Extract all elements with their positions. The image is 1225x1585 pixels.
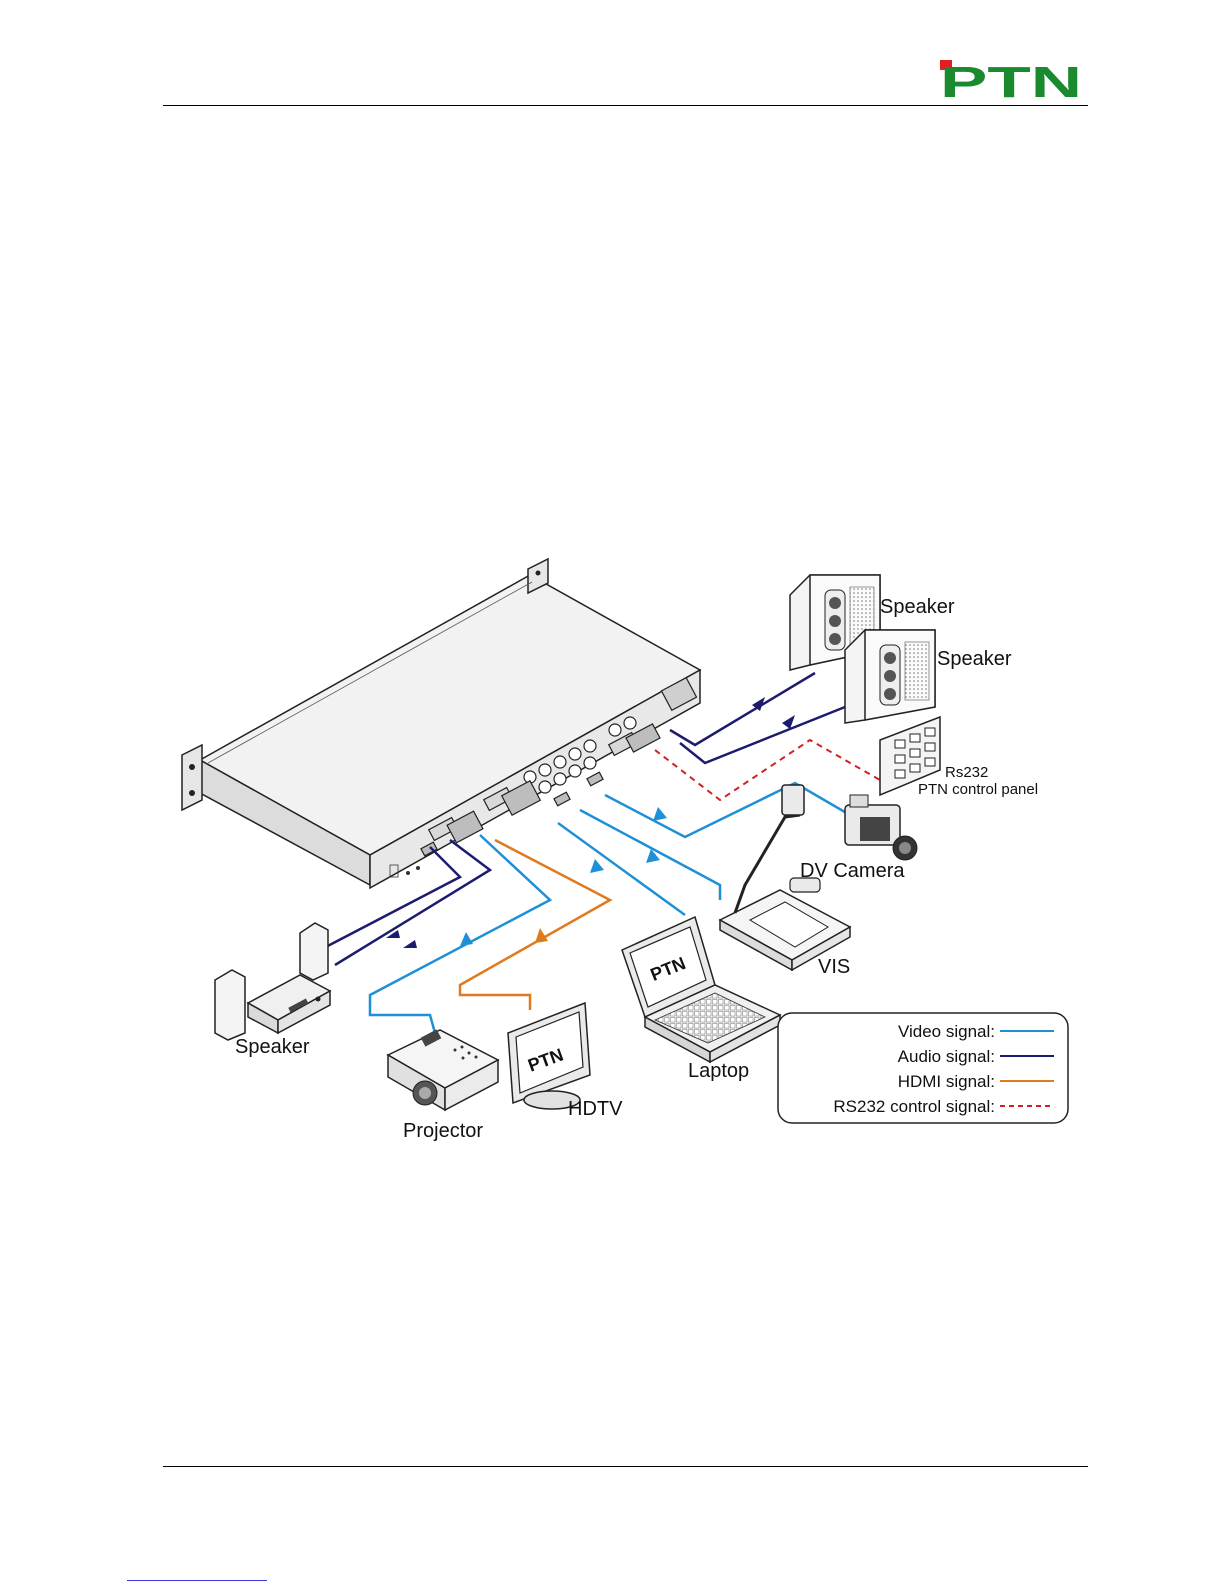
speaker-system-left [215,923,330,1040]
matrix-switcher-device [182,559,700,888]
label-speaker-top-1: Speaker [880,596,955,618]
header-divider [163,105,1088,106]
legend-label: RS232 control signal: [833,1097,995,1116]
legend-label: HDMI signal: [898,1072,995,1091]
label-vis: VIS [818,956,850,978]
page-link-underline [127,1580,267,1581]
projector [388,1029,498,1110]
speaker-top-2 [845,630,935,723]
label-projector: Projector [403,1120,483,1142]
signal-legend: Video signal: Audio signal: HDMI signal: RS… [778,1013,1068,1123]
legend-label: Audio signal: [898,1047,995,1066]
logo-text: PTN [940,60,1082,100]
dv-camera [845,795,917,860]
ptn-logo: PTN [940,60,1082,100]
label-hdtv: HDTV [568,1098,623,1120]
legend-label: Video signal: [898,1022,995,1041]
connection-diagram: Speaker Speaker Rs232 PTN control panel … [160,555,1090,1155]
label-laptop: Laptop [688,1060,749,1082]
hdtv: PTN [508,1003,590,1109]
label-ptn-control-panel: PTN control panel [918,781,1038,798]
label-rs232: Rs232 [945,764,988,781]
footer-divider [163,1466,1088,1467]
label-speaker-left: Speaker [235,1036,310,1058]
label-speaker-top-2: Speaker [937,648,1012,670]
